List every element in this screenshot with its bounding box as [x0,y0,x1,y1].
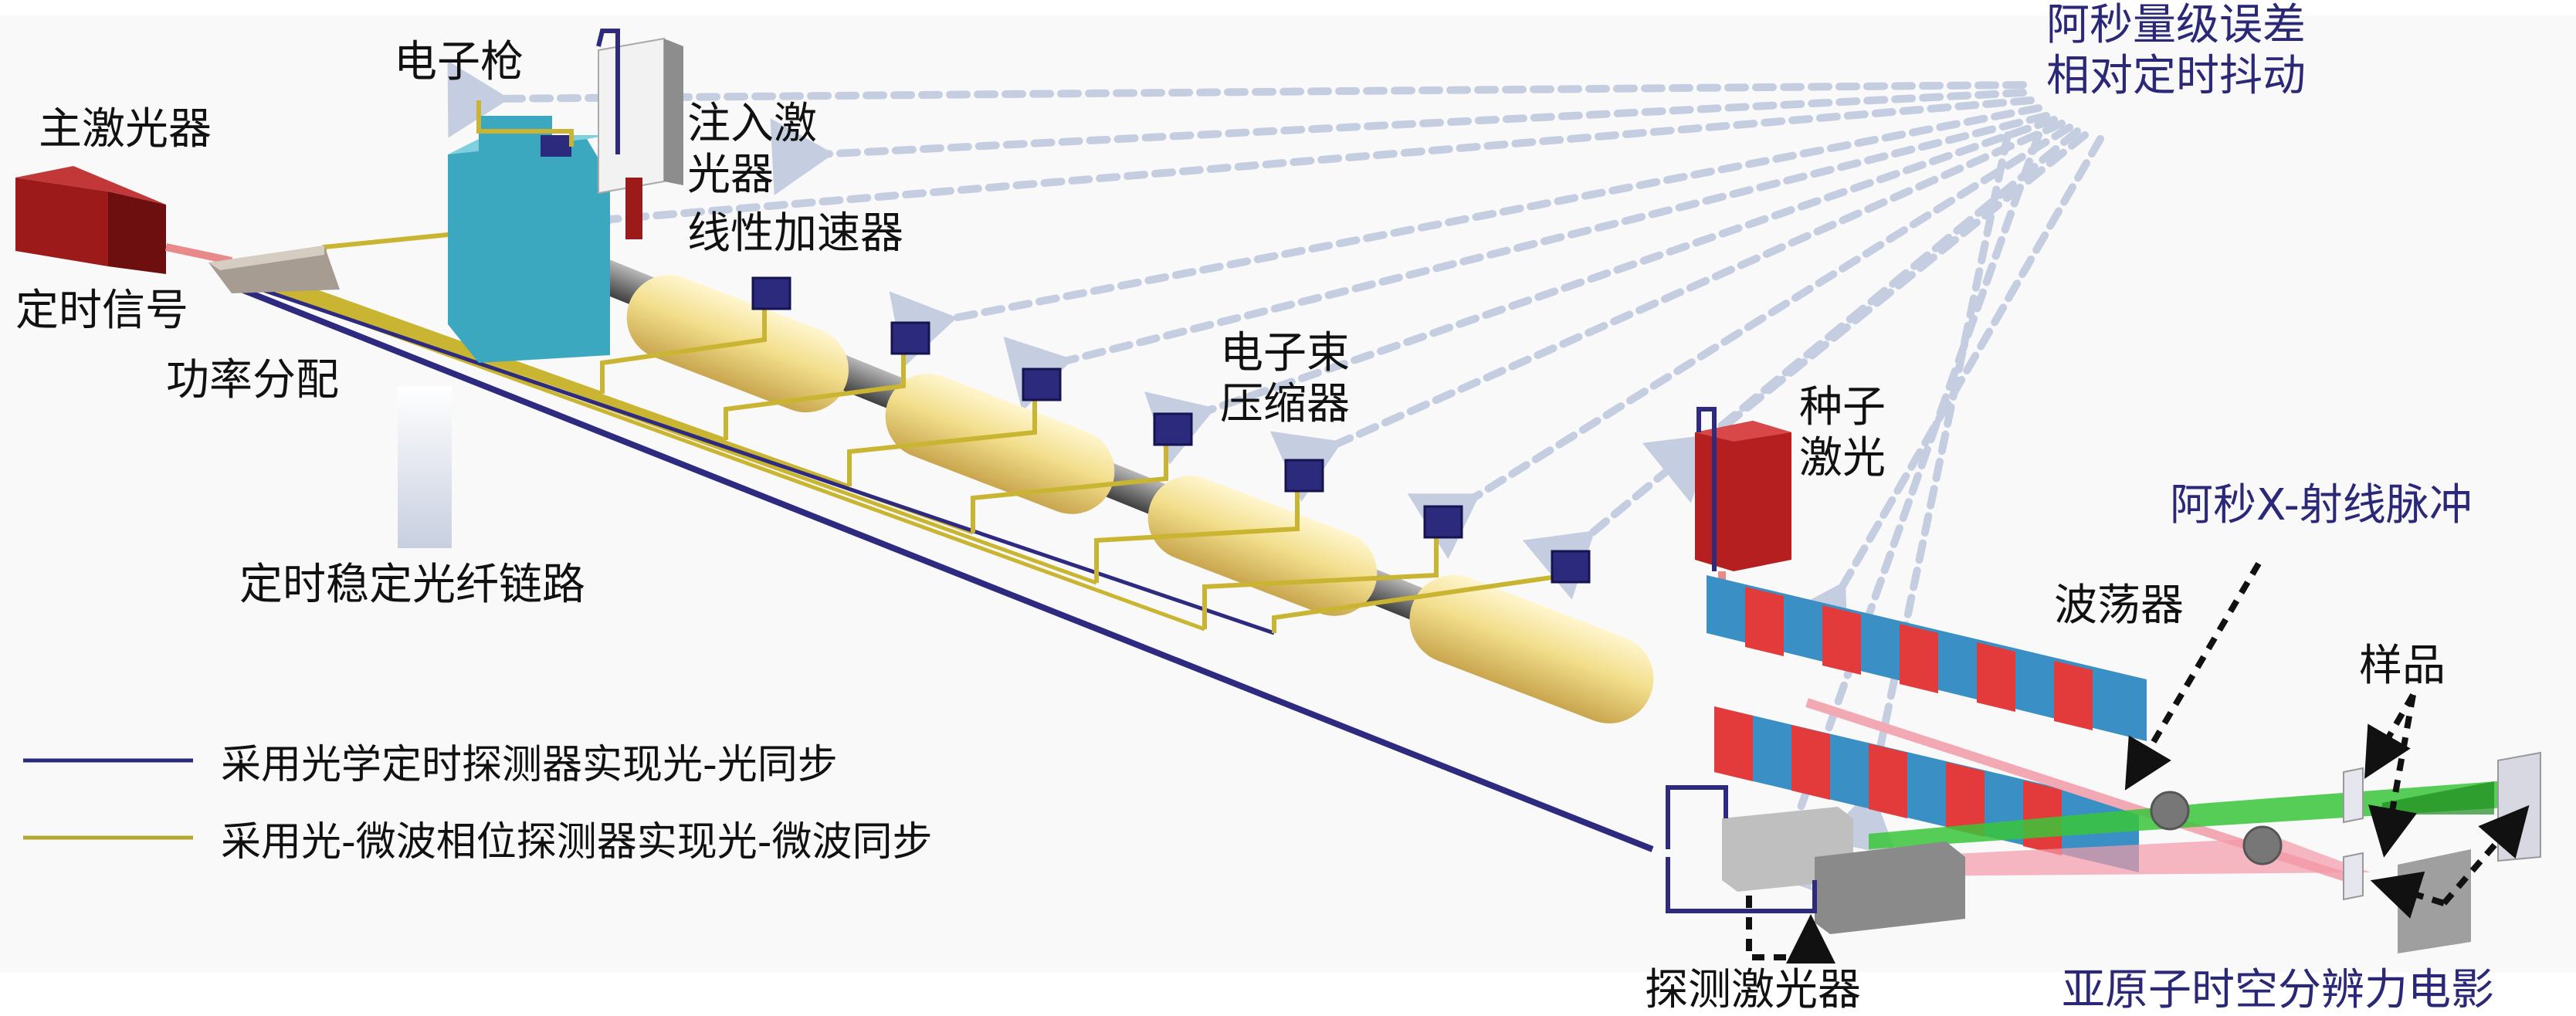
timing-error-arrows [447,60,2104,891]
electron-gun [448,100,610,363]
label-main-laser: 主激光器 [39,104,212,154]
error-arrow-probe [1739,131,2042,891]
legend-text-microwave: 采用光-微波相位探测器实现光-微波同步 [221,818,933,865]
fiber-link-fade [398,386,452,548]
cavity-4 [1409,574,1654,723]
error-arrow-undulator [1781,135,2104,654]
error-arrow-k4 [1144,116,2058,465]
label-probe-laser: 探测激光器 [1645,965,1861,1015]
error-arrow-k5 [1269,120,2066,502]
label-sample: 样品 [2359,641,2446,691]
legend-text-optical: 采用光学定时探测器实现光-光同步 [221,741,838,788]
injection-laser [596,29,683,239]
label-power-split: 功率分配 [166,355,339,405]
legend-item-microwave: 采用光-微波相位探测器实现光-微波同步 [23,811,933,865]
label-fiber-link: 定时稳定光纤链路 [239,560,585,610]
label-attosecond-error: 阿秒量级误差 相对定时抖动 [2046,0,2306,101]
undulator-top [1707,575,2147,741]
cavity-2 [885,374,1115,514]
klystrons [751,276,1591,584]
power-splitter [208,246,340,293]
error-arrow-gun [447,60,2027,138]
label-undulator: 波荡器 [2054,581,2184,631]
label-timing-signal: 定时信号 [15,286,188,336]
label-xray-pulse: 阿秒X-射线脉冲 [2170,480,2473,530]
error-arrow-probe2 [1821,131,2012,856]
error-arrow-injection [770,89,2027,196]
error-arrow-k2 [889,104,2042,367]
label-movie: 亚原子时空分辨力电影 [2062,965,2494,1015]
label-linac: 线性加速器 [687,208,903,259]
legend-item-optical: 采用光学定时探测器实现光-光同步 [23,733,838,788]
label-seed-laser: 种子 激光 [1799,382,1886,483]
black-dashed-arrows [1746,561,2530,964]
label-electron-gun: 电子枪 [394,37,524,87]
probe-lasers [1666,785,1965,934]
error-arrow-k3 [1003,112,2050,412]
label-bunch-compressor: 电子束 压缩器 [1220,328,1350,429]
error-arrow-linac [553,97,2035,262]
main-laser [15,166,233,274]
label-injection-laser: 注入激 光器 [687,99,817,200]
error-arrow-k6 [1407,124,2073,560]
